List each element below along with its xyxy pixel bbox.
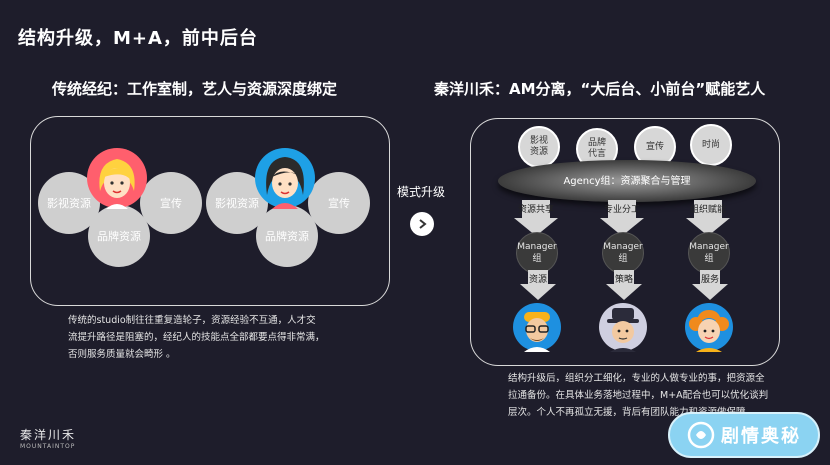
logo-en: MOUNTAINTOP <box>20 443 76 450</box>
left-subtitle: 传统经纪：工作室制，艺人与资源深度绑定 <box>52 80 338 98</box>
girl-manager-avatar-icon <box>685 303 733 352</box>
manager-group-3: Manager 组 <box>688 232 730 274</box>
logo-name: 秦洋川禾 <box>20 428 77 442</box>
right-desc-line: 结构升级后，组织分工细化，专业的人做专业的事，把资源全 <box>508 373 765 384</box>
arrow-down-icon <box>686 200 730 236</box>
right-description: 结构升级后，组织分工细化，专业的人做专业的事，把资源全 拉通备份。在具体业务落地… <box>508 370 808 421</box>
arrow-label-empowerment: 组织赋能 <box>689 205 726 215</box>
right-subtitle: 秦洋川禾：AM分离，“大后台、小前台”赋能艺人 <box>434 80 766 98</box>
right-panel <box>470 118 780 366</box>
arrow-down-icon <box>606 270 642 300</box>
arrow-down-icon <box>600 200 644 236</box>
male-manager-avatar-icon <box>513 303 561 352</box>
female-artist-avatar-2-icon <box>255 148 315 209</box>
watermark-badge: 剧情奥秘 <box>668 412 820 458</box>
bubble-promotion: 宣传 <box>140 172 202 234</box>
left-desc-line: 传统的studio制往往重复造轮子，资源经验不互通，人才交 <box>68 315 316 326</box>
mode-upgrade-label: 模式升级 <box>397 185 446 199</box>
manager-group-1: Manager 组 <box>516 232 558 274</box>
watermark-logo-icon <box>687 421 715 449</box>
left-desc-line: 否则服务质量就会畸形 。 <box>68 349 176 360</box>
arrow-down-icon <box>514 200 558 236</box>
bubble-brand-resource: 品牌资源 <box>88 205 150 267</box>
female-artist-avatar-icon <box>87 148 147 209</box>
arrow-label-resource: 资源 <box>528 275 547 285</box>
arrow-label-strategy: 策略 <box>614 275 633 285</box>
arrow-down-icon <box>692 270 728 300</box>
arrow-label-service: 服务 <box>700 275 719 285</box>
resource-fashion: 时尚 <box>690 124 732 166</box>
left-panel <box>30 116 390 306</box>
left-description: 传统的studio制往往重复造轮子，资源经验不互通，人才交 流提升路径是阻塞的，… <box>68 312 368 363</box>
agency-platform <box>498 160 756 202</box>
page-title: 结构升级，M+A，前中后台 <box>18 28 258 49</box>
right-desc-line: 层次。个人不再孤立无援，背后有团队能力和资源做保障。 <box>508 407 756 418</box>
next-button[interactable] <box>410 212 434 236</box>
arrow-label-sharing: 资源共享 <box>517 205 554 215</box>
bubble-promotion-2: 宣传 <box>308 172 370 234</box>
right-desc-line: 拉通备份。在具体业务落地过程中，M+A配合也可以优化谈判 <box>508 390 769 401</box>
agency-label: Agency组：资源聚合与管理 <box>563 176 691 187</box>
left-desc-line: 流提升路径是阻塞的，经纪人的技能点全部都要点得非常满， <box>68 332 325 343</box>
arrow-label-specialization: 专业分工 <box>603 205 640 215</box>
resource-film: 影视 资源 <box>518 126 560 168</box>
watermark-text: 剧情奥秘 <box>721 426 801 447</box>
bubble-brand-resource-2: 品牌资源 <box>256 205 318 267</box>
manager-group-2: Manager 组 <box>602 232 644 274</box>
chevron-right-icon <box>419 219 427 229</box>
hat-manager-avatar-icon <box>599 303 647 352</box>
arrow-down-icon <box>520 270 556 300</box>
